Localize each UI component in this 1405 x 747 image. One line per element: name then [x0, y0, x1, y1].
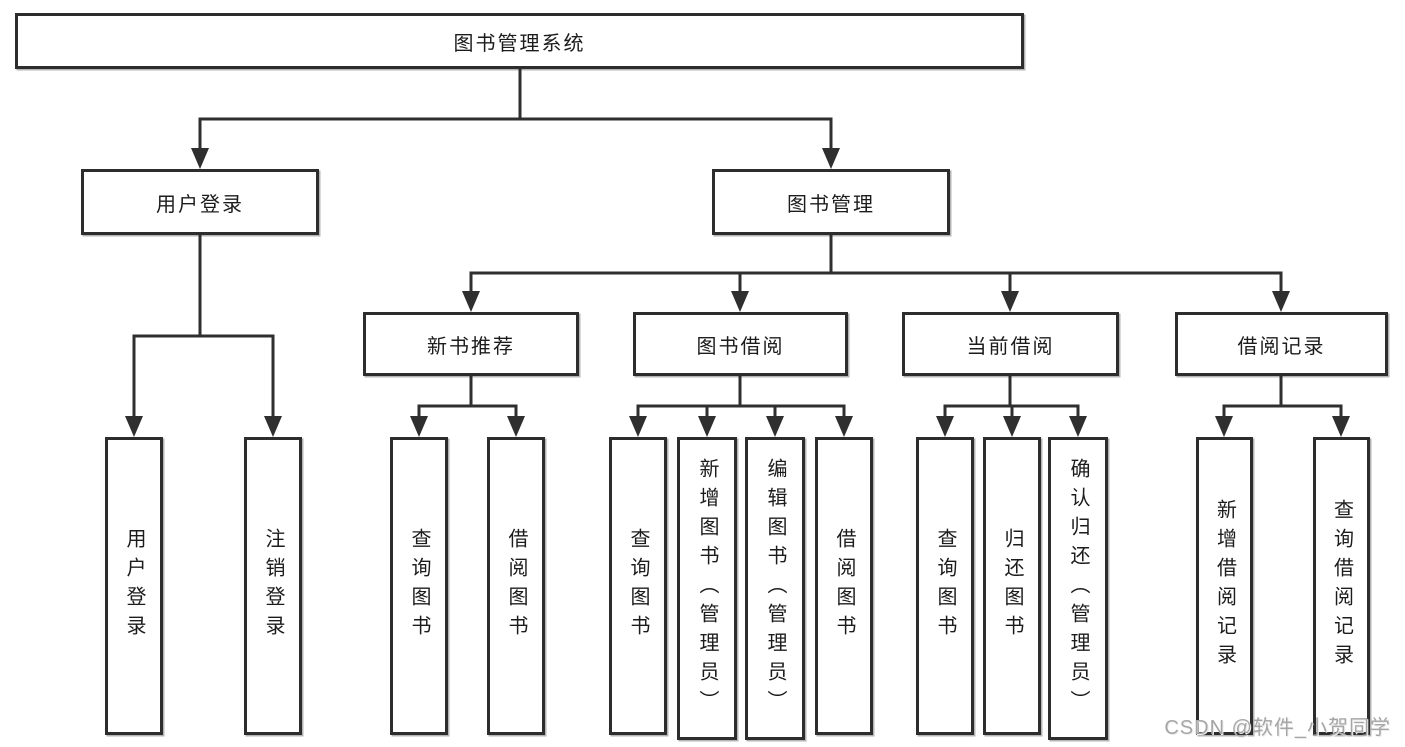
- arrowhead-icon: [1001, 291, 1019, 312]
- diagram-node-label: 确认归还（管理员）: [1067, 458, 1089, 719]
- diagram-node-label: 图书管理: [787, 193, 875, 216]
- diagram-node-current-borrowing: 当前借阅: [902, 312, 1119, 376]
- arrowhead-icon: [125, 416, 143, 437]
- diagram-node-root: 图书管理系统: [15, 13, 1024, 69]
- arrowhead-icon: [766, 416, 784, 437]
- arrowhead-icon: [731, 291, 749, 312]
- diagram-node-edit-books-admin: 编辑图书（管理员）: [745, 437, 805, 740]
- diagram-node-label: 用户登录: [123, 528, 145, 644]
- diagram-node-query-borrow-record: 查询借阅记录: [1313, 437, 1370, 735]
- arrowhead-icon: [410, 416, 428, 437]
- arrowhead-icon: [698, 416, 716, 437]
- arrowhead-icon: [1272, 291, 1290, 312]
- diagram-node-borrowing-records: 借阅记录: [1175, 312, 1388, 376]
- arrowhead-icon: [1332, 416, 1350, 437]
- diagram-node-query-books-current: 查询图书: [916, 437, 974, 735]
- diagram-node-query-books-recommend: 查询图书: [390, 437, 448, 735]
- diagram-node-logout-action: 注销登录: [244, 437, 302, 735]
- diagram-node-confirm-return-admin: 确认归还（管理员）: [1048, 437, 1108, 740]
- diagram-node-label: 新书推荐: [427, 335, 515, 358]
- arrowhead-icon: [191, 148, 209, 169]
- diagram-node-book-borrowing: 图书借阅: [633, 312, 848, 376]
- diagram-node-label: 用户登录: [156, 193, 244, 216]
- arrowhead-icon: [1215, 416, 1233, 437]
- arrowhead-icon: [936, 416, 954, 437]
- arrowhead-icon: [822, 148, 840, 169]
- diagram-node-label: 查询图书: [408, 528, 430, 644]
- diagram-node-label: 图书管理系统: [453, 32, 586, 55]
- arrowhead-icon: [1069, 416, 1087, 437]
- arrowhead-icon: [1003, 416, 1021, 437]
- diagram-node-label: 新增图书（管理员）: [696, 458, 718, 719]
- diagram-node-label: 新增借阅记录: [1213, 499, 1236, 673]
- diagram-node-user-login: 用户登录: [81, 169, 319, 235]
- diagram-node-query-books-borrowing: 查询图书: [609, 437, 667, 735]
- diagram-node-return-books: 归还图书: [983, 437, 1041, 735]
- diagram-node-book-management: 图书管理: [712, 169, 950, 235]
- diagram-node-label: 借阅图书: [833, 528, 855, 644]
- diagram-node-add-borrow-record: 新增借阅记录: [1196, 437, 1253, 735]
- diagram-node-new-book-recommend: 新书推荐: [363, 312, 579, 376]
- diagram-node-user-login-action: 用户登录: [105, 437, 163, 735]
- diagram-node-borrow-books-recommend: 借阅图书: [487, 437, 545, 735]
- diagram-node-label: 借阅图书: [505, 528, 527, 644]
- diagram-node-label: 查询图书: [627, 528, 649, 644]
- diagram-node-label: 图书借阅: [696, 335, 785, 358]
- diagram-node-label: 查询图书: [934, 528, 956, 644]
- arrowhead-icon: [462, 291, 480, 312]
- diagram-node-borrow-books-borrowing: 借阅图书: [815, 437, 873, 735]
- diagram-node-label: 查询借阅记录: [1330, 499, 1353, 673]
- arrowhead-icon: [629, 416, 647, 437]
- arrowhead-icon: [835, 416, 853, 437]
- diagram-node-label: 当前借阅: [966, 335, 1055, 358]
- arrowhead-icon: [264, 416, 282, 437]
- diagram-node-label: 借阅记录: [1237, 335, 1326, 358]
- arrowhead-icon: [507, 416, 525, 437]
- diagram-node-label: 归还图书: [1001, 528, 1023, 644]
- diagram-node-add-books-admin: 新增图书（管理员）: [677, 437, 737, 740]
- diagram-node-label: 编辑图书（管理员）: [764, 458, 786, 719]
- diagram-node-label: 注销登录: [262, 528, 284, 644]
